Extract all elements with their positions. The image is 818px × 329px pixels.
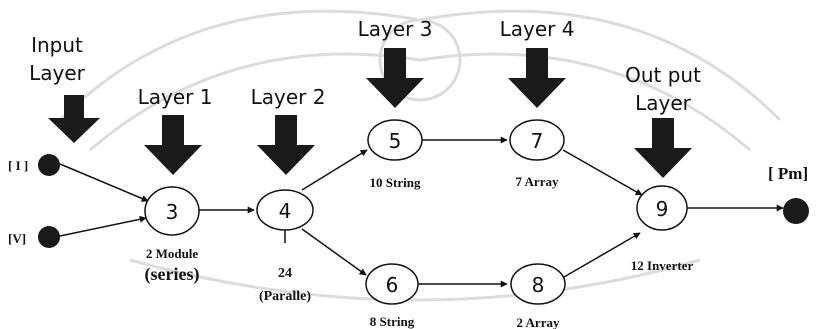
layer-arrows [48,48,692,178]
node-6 [365,263,419,305]
layer4-arrow [508,48,566,108]
layer2-label: Layer 2 [251,85,326,109]
edges [59,136,784,288]
output-power-label: [ Pm] [768,164,808,183]
node-5-caption: 10 String [370,175,421,190]
output-layer-label-line2: Layer [635,91,692,115]
node-9-label: 9 [656,197,669,221]
edge-i-3 [59,163,149,202]
node-8-caption: 2 Array [517,315,560,329]
output-layer-label-line1: Out put [625,63,701,87]
input-layer-label-line2: Layer [29,61,86,85]
node-3-label: 3 [166,200,179,224]
node-3-caption-line2: (series) [145,264,200,285]
layer4-label: Layer 4 [500,17,575,41]
layer1-arrow [144,115,202,175]
node-3-caption-line1: 2 Module [146,246,199,261]
input-current-label: [ I ] [8,158,28,173]
node-7-label: 7 [531,129,544,153]
edge-8-9 [563,232,641,278]
edge-4-6 [301,228,367,276]
node-9 [636,185,688,231]
node-7-caption: 7 Array [516,174,559,189]
output-layer-arrow [634,118,692,178]
node-4-caption-line2: (Paralle) [259,289,311,304]
edge-v-3 [59,215,147,237]
input-current-dot [38,154,60,176]
node-4-label: 4 [279,199,292,223]
layer3-arrow [366,48,424,108]
edge-7-9 [562,149,643,196]
layer1-label: Layer 1 [138,85,213,109]
input-voltage-dot [38,226,60,248]
input-voltage-label: [V] [8,231,26,246]
node-5-label: 5 [389,129,402,153]
node-9-caption: 12 Inverter [631,258,694,273]
layer3-label: Layer 3 [358,17,433,41]
node-5 [367,119,423,161]
node-6-caption: 8 String [370,314,415,329]
node-8 [510,263,566,305]
input-layer-label-line1: Input [31,33,83,57]
nodes [144,119,688,305]
node-6-label: 6 [386,273,399,297]
output-power-dot [783,198,809,224]
node-4-caption-line1: 24 [278,266,292,281]
node-7 [509,119,565,161]
node-3 [144,186,200,236]
watermark-seal [58,9,782,302]
node-8-label: 8 [532,273,545,297]
edge-4-5 [301,149,368,191]
node-4 [256,189,314,231]
input-layer-arrow [48,95,100,143]
layer2-arrow [257,115,315,175]
